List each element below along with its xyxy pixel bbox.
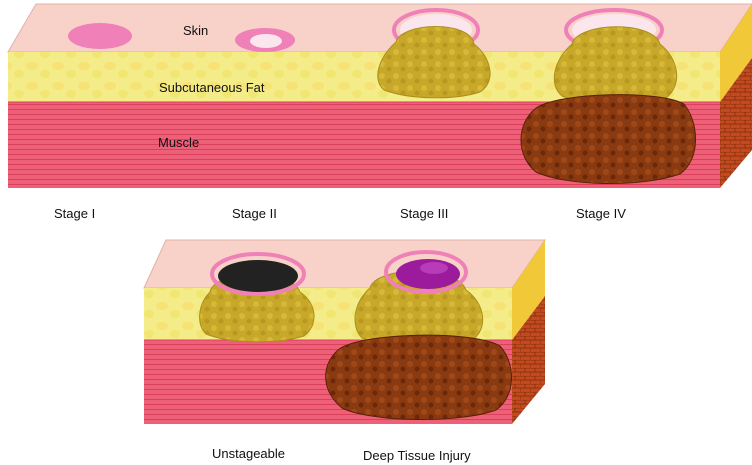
unstageable-wound bbox=[199, 252, 315, 343]
muscle-layer-label: Muscle bbox=[158, 135, 199, 150]
deep-tissue-injury-label: Deep Tissue Injury bbox=[363, 448, 471, 463]
top-tissue-block: Skin Subcutaneous Fat Muscle bbox=[7, 3, 752, 188]
stage-3-wound bbox=[377, 8, 491, 99]
unstageable-label: Unstageable bbox=[212, 446, 285, 461]
stage-1-lesion bbox=[68, 23, 132, 49]
fat-layer-label: Subcutaneous Fat bbox=[159, 80, 265, 95]
eschar bbox=[218, 260, 298, 292]
top-block-side-muscle bbox=[720, 58, 752, 188]
stage-2-label: Stage II bbox=[232, 206, 277, 221]
stage-4-label: Stage IV bbox=[576, 206, 626, 221]
bottom-block-top-face bbox=[143, 239, 546, 289]
deep-tissue-injury-wound bbox=[325, 250, 513, 421]
bottom-tissue-block bbox=[143, 239, 546, 424]
bottom-block-side-muscle bbox=[512, 296, 545, 424]
stage-4-wound bbox=[520, 8, 696, 185]
skin-layer-label: Skin bbox=[183, 23, 208, 38]
top-block-side-fat bbox=[720, 4, 752, 102]
bottom-block-side-fat bbox=[512, 240, 545, 340]
stage-3-label: Stage III bbox=[400, 206, 448, 221]
stage-1-label: Stage I bbox=[54, 206, 95, 221]
stage-2-blister bbox=[250, 34, 282, 48]
